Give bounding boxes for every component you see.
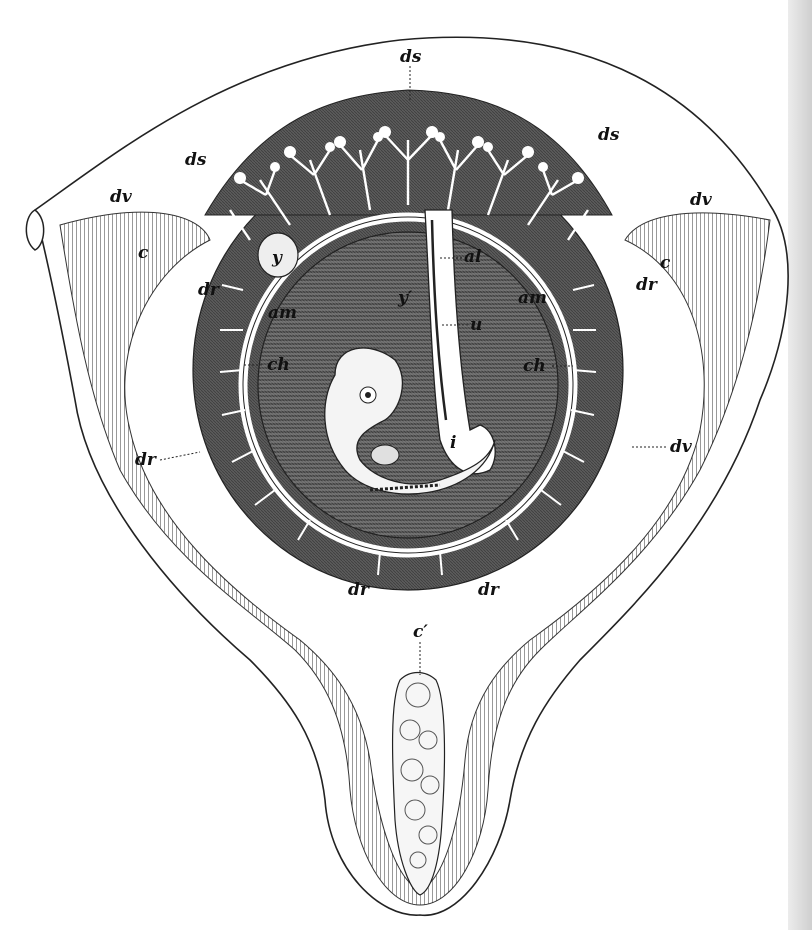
label-dr-bottom-left: dr: [348, 580, 370, 600]
label-ch-right: ch: [523, 356, 546, 376]
label-ds-top: ds: [400, 47, 422, 67]
label-u: u: [470, 315, 482, 335]
label-dv-lower-right: dv: [670, 437, 693, 457]
label-dr-bottom-right: dr: [478, 580, 500, 600]
cervix-left-stub: [26, 210, 43, 250]
label-dr-right: dr: [636, 275, 658, 295]
label-y: y: [271, 248, 283, 268]
label-dv-right: dv: [690, 190, 713, 210]
label-dv-left: dv: [110, 187, 133, 207]
label-ds-left: ds: [185, 150, 207, 170]
label-al: al: [464, 247, 482, 267]
label-c-right: c: [660, 253, 671, 273]
label-y-prime: y′: [397, 288, 413, 308]
label-ds-right: ds: [598, 125, 620, 145]
label-dr-left: dr: [198, 280, 220, 300]
label-ch-left: ch: [267, 355, 290, 375]
label-dr-lower-left: dr: [135, 450, 157, 470]
label-i: i: [450, 433, 456, 453]
label-c-prime: c′: [413, 622, 428, 642]
label-am-left: am: [268, 303, 297, 323]
label-c-left: c: [138, 243, 149, 263]
label-am-right: am: [518, 288, 547, 308]
